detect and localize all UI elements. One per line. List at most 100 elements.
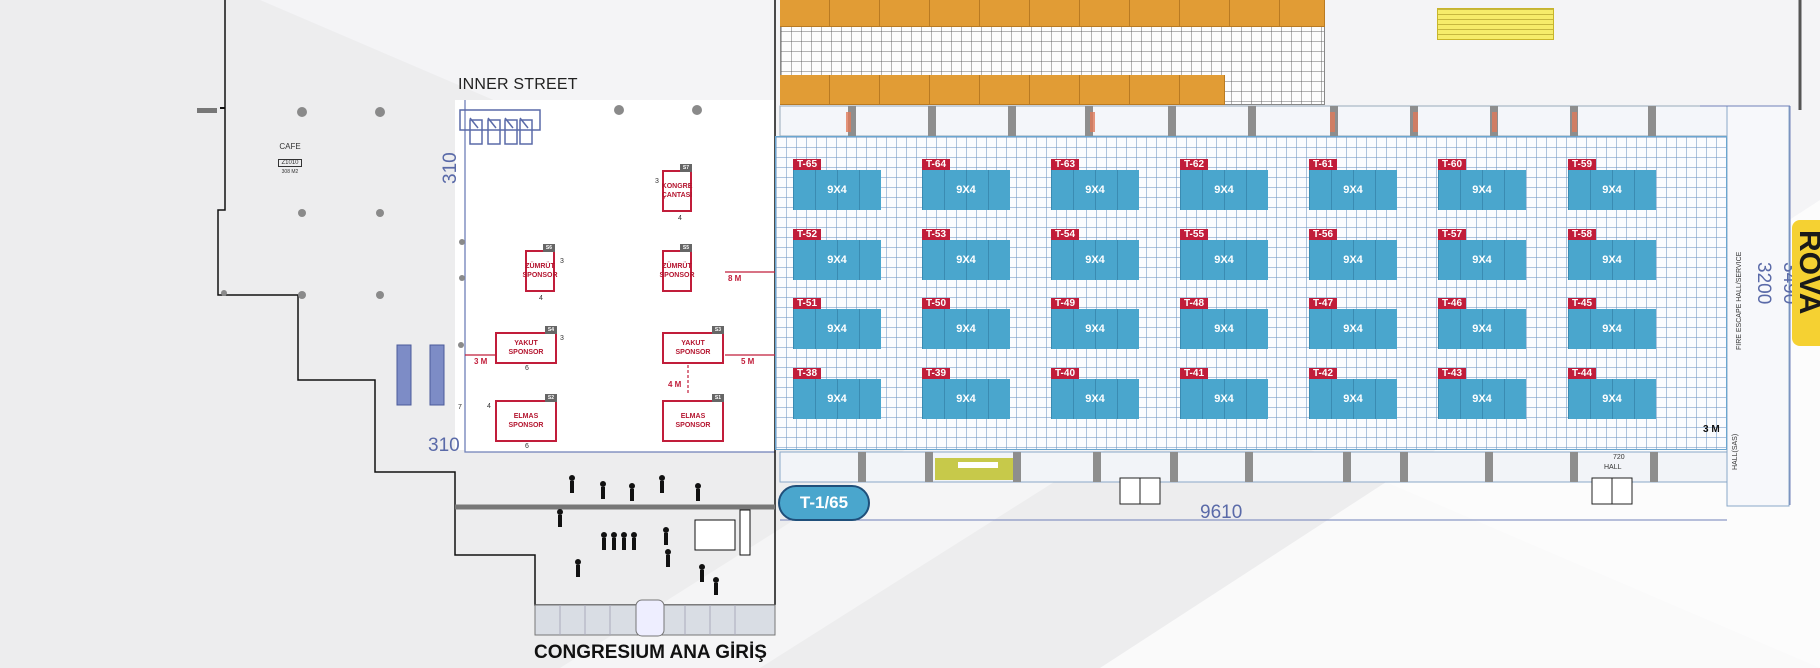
orange-block-row-bottom [780,75,1225,105]
elmas-left-depth: 6 [525,443,529,450]
booth-code: T-51 [793,298,822,309]
booth-code: T-63 [1051,159,1080,170]
kongre-depth: 4 [678,215,682,222]
booth-size: 9X4 [922,240,1010,280]
booth-size: 9X4 [1051,240,1139,280]
booth-size: 9X4 [1051,170,1139,210]
sponsor-tag: S6 [542,244,555,252]
aisle-3m-label: 3 M [474,357,488,366]
aisle-5m-label: 5 M [741,357,755,366]
booth-size: 9X4 [793,309,881,349]
booth-size: 9X4 [1180,170,1268,210]
booth-size: 9X4 [793,240,881,280]
booth-code: T-41 [1180,368,1209,379]
booth-code: T-40 [1051,368,1080,379]
booth-size: 9X4 [1568,240,1656,280]
elmas-left-width: 4 [487,403,491,410]
booth-code: T-65 [793,159,822,170]
sponsor-line1: ZÜMRÜT [525,263,555,270]
booth-size: 9X4 [1568,309,1656,349]
booth-code: T-54 [1051,229,1080,240]
main-booth-badge[interactable]: T-1/65 [778,485,870,521]
fire-escape-label: FIRE ESCAPE HALL/SERVICE [1736,251,1743,350]
yakut-left-depth: 6 [525,365,529,372]
sponsor-line2: SPONSOR [675,349,711,356]
hall-label: HALL [1604,464,1622,471]
booth-size: 9X4 [1438,170,1526,210]
kongre-width: 3 [655,178,659,185]
sponsor-tag: S7 [679,164,692,172]
booth-size: 9X4 [1309,170,1397,210]
sponsor-line2: SPONSOR [675,422,711,429]
booth-code: T-47 [1309,298,1338,309]
booth-code: T-64 [922,159,951,170]
cafe-code: Z1010 [278,159,302,167]
sponsor-line1: YAKUT [681,340,705,347]
elmas-side-dimension: 7 [458,404,462,411]
dimension-hall-width: 9610 [1200,502,1243,523]
hall-small-dimension: 720 [1613,454,1625,461]
side-tab: ROVA [1792,220,1820,346]
booth-code: T-44 [1568,368,1597,379]
booth-size: 9X4 [1309,309,1397,349]
dimension-310-left: 310 [440,152,461,184]
booth-size: 9X4 [1438,240,1526,280]
booth-size: 9X4 [1568,170,1656,210]
cafe-name: CAFE [279,142,301,151]
sponsor-line1: ZÜMRÜT [662,263,692,270]
booth-code: T-38 [793,368,822,379]
booth-code: T-48 [1180,298,1209,309]
sponsor-line1: ELMAS [513,413,539,420]
yakut-left-width: 3 [560,335,564,342]
orange-block-row-top [780,0,1325,27]
booth-size: 9X4 [1438,379,1526,419]
main-entrance-label: CONGRESIUM ANA GİRİŞ [534,642,767,663]
cafe-label: CAFE Z1010 308 M2 [270,142,310,175]
dimension-310-bottom: 310 [428,435,460,456]
zumrut-left-depth: 4 [539,295,543,302]
booth-code: T-55 [1180,229,1209,240]
zumrut-left-width: 3 [560,258,564,265]
booth-size: 9X4 [1051,309,1139,349]
sponsor-line1: ELMAS [680,413,706,420]
dimension-hall-height-inner: 3200 [1753,262,1774,305]
booth-size: 9X4 [1309,240,1397,280]
booth-code: T-42 [1309,368,1338,379]
sponsor-line2: ÇANTASI [661,192,693,199]
